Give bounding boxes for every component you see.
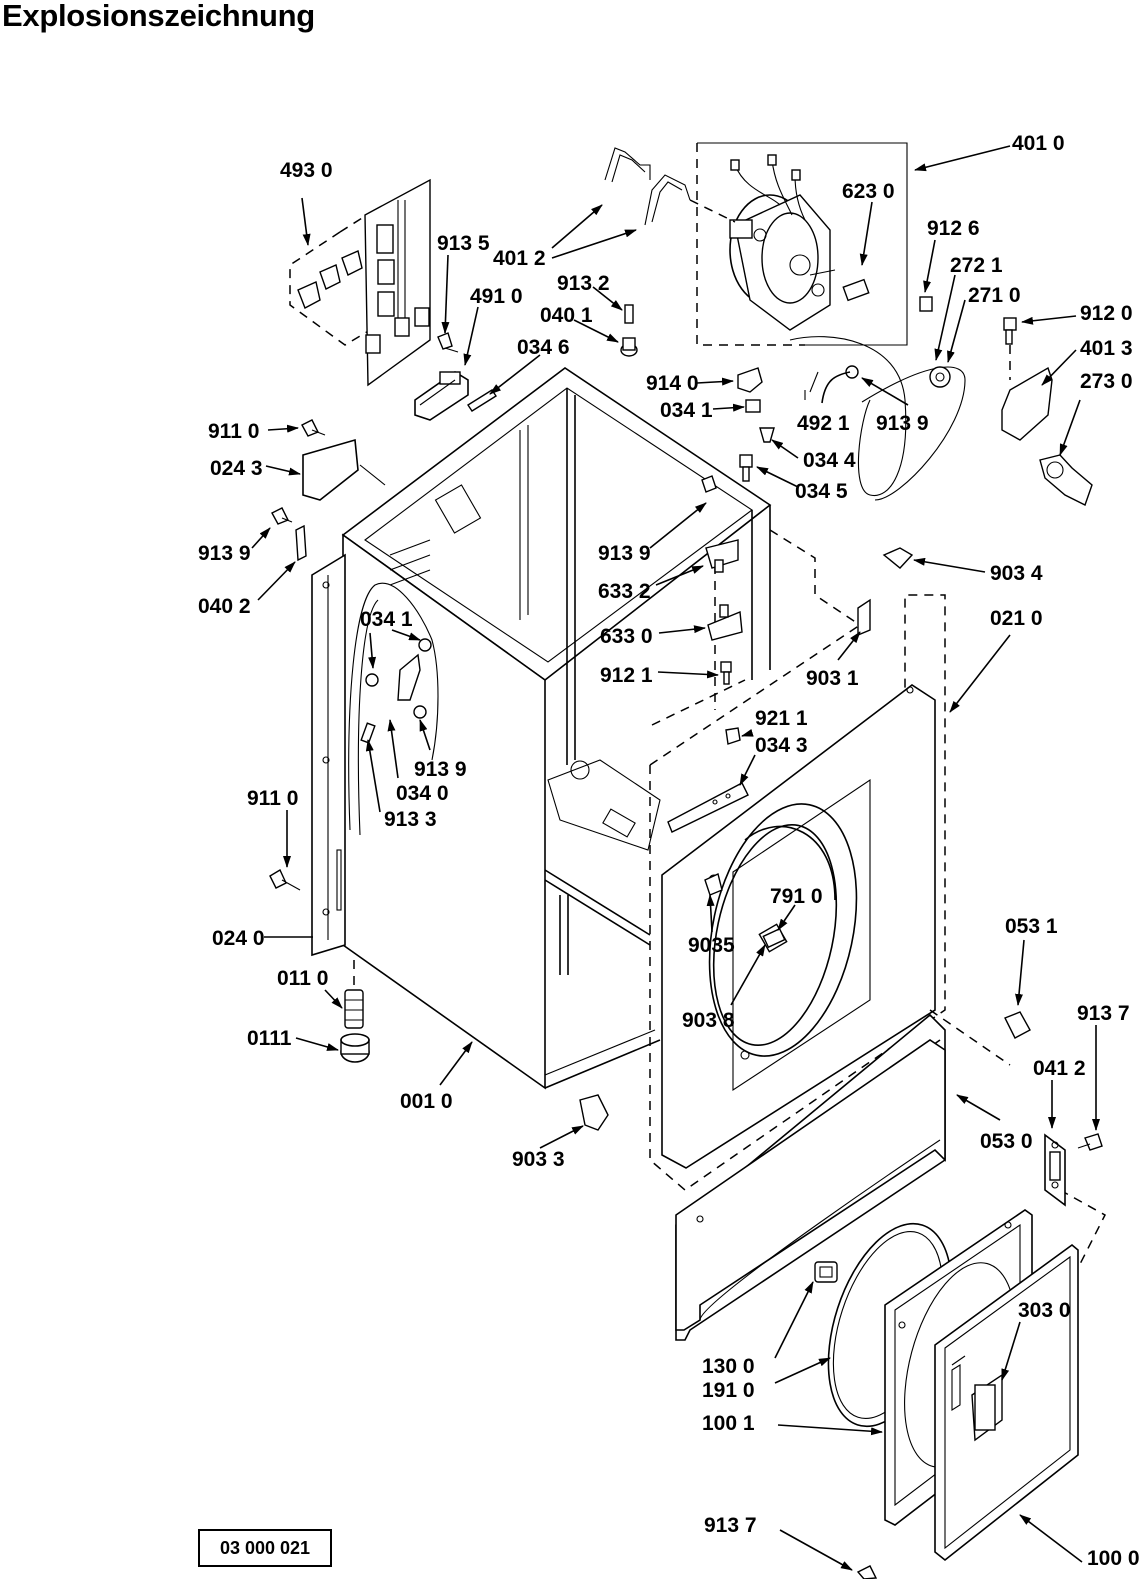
- label-2710: 271 0: [968, 284, 1021, 307]
- label-1000: 100 0: [1087, 1547, 1140, 1570]
- motor-assembly: [696, 142, 966, 501]
- door-assembly: [827, 1209, 1079, 1562]
- label-7910: 791 0: [770, 885, 823, 908]
- label-6230: 623 0: [842, 180, 895, 203]
- label-9133: 913 3: [384, 808, 437, 831]
- label-9135: 913 5: [437, 232, 490, 255]
- left-side-parts: [269, 419, 386, 891]
- label-0210: 021 0: [990, 607, 1043, 630]
- drawing-reference-number: 03 000 021: [198, 1529, 332, 1567]
- label-4012: 401 2: [493, 247, 546, 270]
- label-0343: 034 3: [755, 734, 808, 757]
- page-title: Explosionszeichnung: [2, 0, 315, 33]
- label-4013: 401 3: [1080, 337, 1133, 360]
- label-1001: 100 1: [702, 1412, 755, 1435]
- label-2721: 272 1: [950, 254, 1003, 277]
- leader-lines: [251, 145, 1100, 1571]
- screw-9135: [437, 332, 459, 353]
- label-9031: 903 1: [806, 667, 859, 690]
- label-9137a: 913 7: [1077, 1002, 1130, 1025]
- label-0531: 053 1: [1005, 915, 1058, 938]
- label-0010: 001 0: [400, 1090, 453, 1113]
- cabinet-body: [341, 367, 772, 1090]
- label-0346: 034 6: [517, 336, 570, 359]
- label-4010: 401 0: [1012, 132, 1065, 155]
- label-6332: 633 2: [598, 580, 651, 603]
- bracket-4910: [414, 371, 469, 421]
- right-side-parts: [882, 317, 1093, 569]
- label-1910: 191 0: [702, 1379, 755, 1402]
- label-9140: 914 0: [646, 372, 699, 395]
- rear-strip-0240: [311, 553, 346, 957]
- label-4910: 491 0: [470, 285, 523, 308]
- label-0402: 040 2: [198, 595, 251, 618]
- label-0341a: 034 1: [660, 399, 713, 422]
- pressure-switch-4930: [289, 178, 431, 387]
- label-0344: 034 4: [803, 449, 856, 472]
- label-9139d: 913 9: [414, 758, 467, 781]
- label-4921: 492 1: [797, 412, 850, 435]
- label-9033: 903 3: [512, 1148, 565, 1171]
- label-0240: 024 0: [212, 927, 265, 950]
- label-9126: 912 6: [927, 217, 980, 240]
- part-labels: 401 0 493 0 623 0 912 6 913 5 401 2 272 …: [198, 132, 1140, 1570]
- small-parts-top: [620, 304, 775, 482]
- hinge-0412: [1044, 1133, 1066, 1207]
- label-9034: 903 4: [990, 562, 1043, 585]
- label-9110a: 911 0: [208, 420, 259, 443]
- label-9110b: 911 0: [247, 787, 298, 810]
- label-9121: 912 1: [600, 664, 653, 687]
- label-2730: 273 0: [1080, 370, 1133, 393]
- front-small-parts: [704, 873, 786, 949]
- label-0243: 024 3: [210, 457, 263, 480]
- label-9035: 9035: [688, 934, 735, 957]
- label-0111: 0111: [247, 1027, 292, 1050]
- cable-harness: [348, 582, 439, 836]
- label-9038: 903 8: [682, 1009, 735, 1032]
- label-9139b: 913 9: [198, 542, 251, 565]
- brackets-4012: [604, 147, 736, 226]
- center-parts: [667, 475, 871, 833]
- label-1300: 130 0: [702, 1355, 755, 1378]
- label-0345: 034 5: [795, 480, 848, 503]
- label-0340: 034 0: [396, 782, 449, 805]
- label-0401: 040 1: [540, 304, 593, 327]
- label-9132: 913 2: [557, 272, 610, 295]
- kick-panel-0530: [675, 1013, 946, 1341]
- label-9211: 921 1: [755, 707, 808, 730]
- label-6330: 633 0: [600, 625, 653, 648]
- label-3030: 303 0: [1018, 1299, 1071, 1322]
- lower-small-parts: [579, 1011, 1103, 1579]
- label-0341b: 034 1: [360, 608, 413, 631]
- label-0110: 011 0: [277, 967, 328, 990]
- label-0412: 041 2: [1033, 1057, 1086, 1080]
- label-9139c: 913 9: [598, 542, 651, 565]
- pad-0346: [467, 389, 497, 412]
- foot-assembly: [340, 960, 370, 1063]
- label-0530: 053 0: [980, 1130, 1033, 1153]
- label-4930: 493 0: [280, 159, 333, 182]
- label-9139a: 913 9: [876, 412, 929, 435]
- label-9120: 912 0: [1080, 302, 1133, 325]
- label-9137b: 913 7: [704, 1514, 757, 1537]
